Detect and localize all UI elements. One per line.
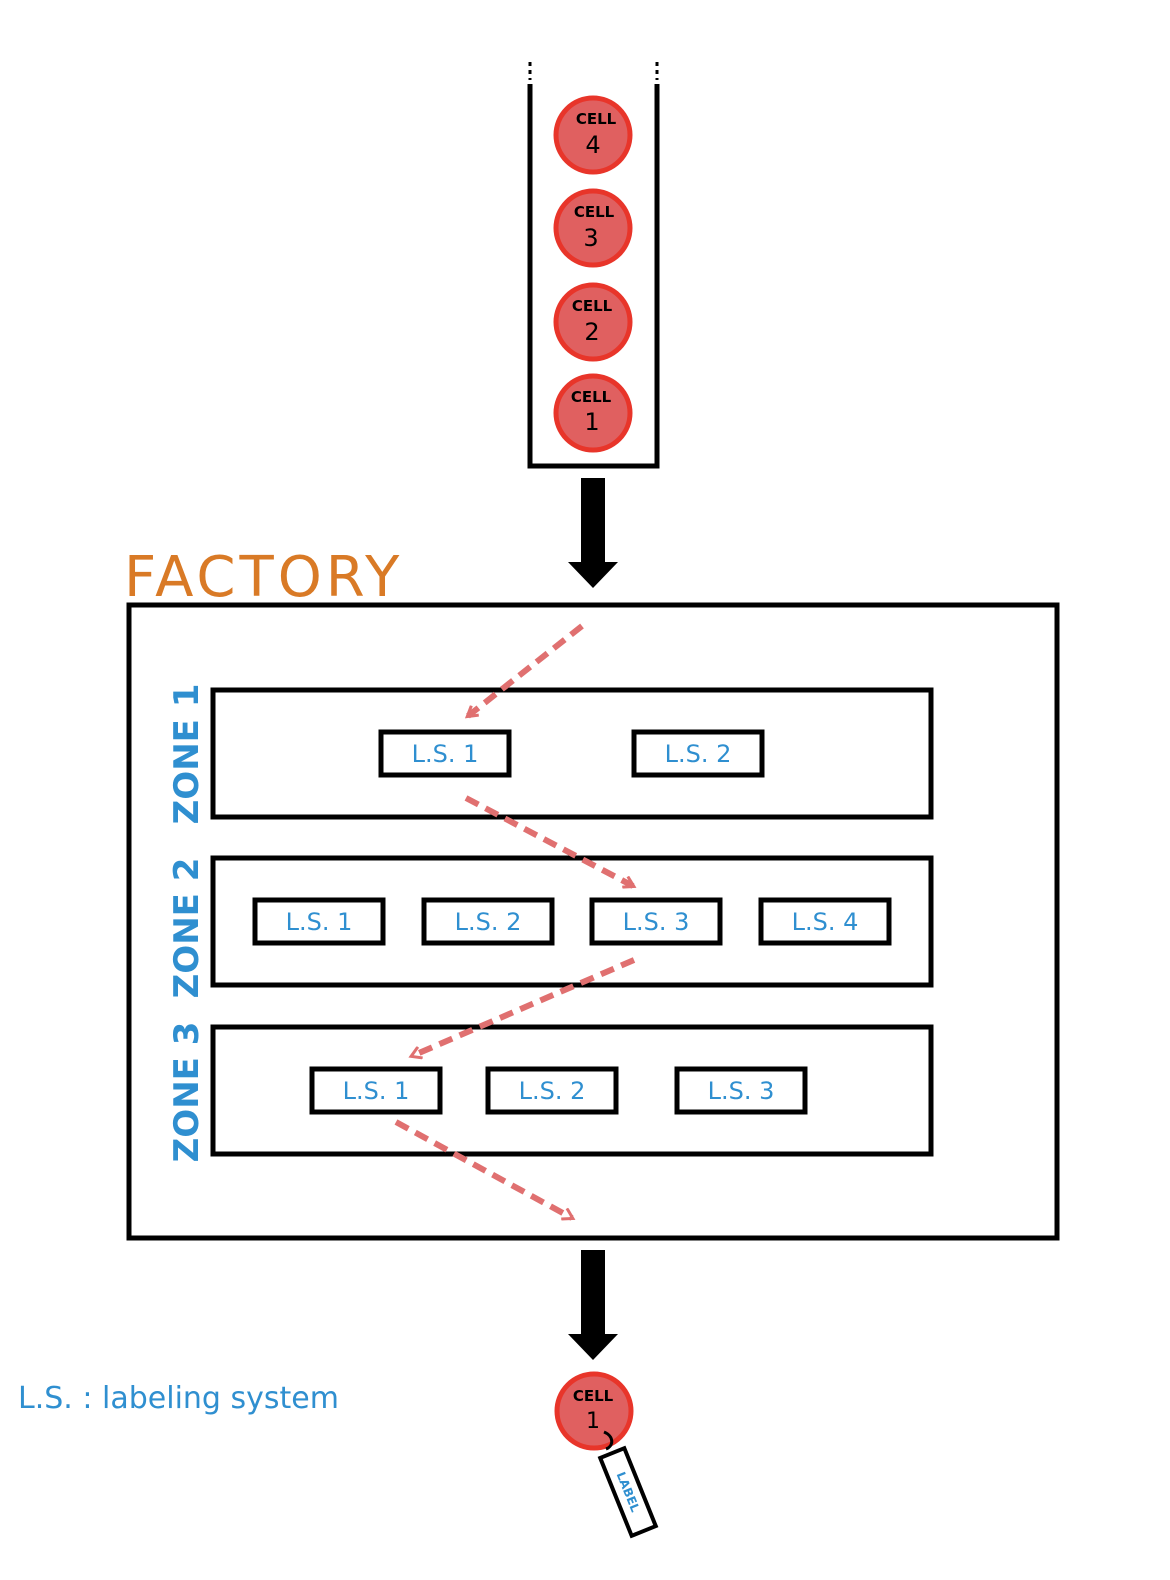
labeling-system-box xyxy=(485,1066,619,1115)
path-arrow xyxy=(468,623,584,716)
queue-cell: CELL 4 xyxy=(553,95,633,175)
zone-2-label: ZONE 2 xyxy=(167,858,207,999)
labeling-system-box xyxy=(631,729,765,778)
labeling-system-label: L.S. 1 xyxy=(343,1077,410,1105)
labeling-system-box xyxy=(421,897,555,946)
labeling-system-label: L.S. 4 xyxy=(792,908,859,936)
cell-number: 1 xyxy=(584,408,599,436)
tag-string xyxy=(603,1430,614,1451)
cell-label: CELL xyxy=(572,297,613,315)
labeling-system-box xyxy=(674,1066,808,1115)
labeling-system-label: L.S. 2 xyxy=(455,908,522,936)
labeling-system-label: L.S. 2 xyxy=(519,1077,586,1105)
path-arrow xyxy=(464,795,633,889)
factory-title: FACTORY xyxy=(124,545,403,610)
process-path xyxy=(394,623,636,1221)
zone-3-label: ZONE 3 xyxy=(167,1022,207,1163)
factory-box xyxy=(126,602,1060,1241)
queue-cell: CELL 1 xyxy=(553,373,633,453)
legend: L.S. : labeling system xyxy=(18,1381,339,1416)
path-arrow xyxy=(412,957,636,1056)
queue-cell: CELL 2 xyxy=(553,282,633,362)
labeling-system-label: L.S. 3 xyxy=(708,1077,775,1105)
labeling-system-label: L.S. 2 xyxy=(665,740,732,768)
cell-number: 1 xyxy=(586,1409,600,1434)
cell-label: CELL xyxy=(576,110,617,128)
labeling-system-box xyxy=(378,729,512,778)
labeling-system-box xyxy=(309,1066,443,1115)
zone-2-systems: L.S. 1 L.S. 2 L.S. 3 L.S. 4 xyxy=(252,897,892,946)
zone-3-systems: L.S. 1 L.S. 2 L.S. 3 xyxy=(309,1066,808,1115)
cell-label: CELL xyxy=(574,203,615,221)
cell-number: 4 xyxy=(585,131,600,159)
labeling-system-box xyxy=(252,897,386,946)
label-tag: LABEL xyxy=(597,1445,659,1539)
output-cell: CELL 1 LABEL xyxy=(554,1371,659,1539)
zone-1-label: ZONE 1 xyxy=(167,684,207,825)
zone-1-box xyxy=(210,687,934,820)
labeling-system-label: L.S. 3 xyxy=(623,908,690,936)
queue-cells: CELL 4 CELL 3 CELL 2 CELL 1 xyxy=(553,95,633,453)
cell-number: 2 xyxy=(584,318,599,346)
labeling-system-box xyxy=(589,897,723,946)
zone-3-box xyxy=(210,1024,934,1157)
cell-number: 3 xyxy=(583,224,598,252)
cell-label: CELL xyxy=(573,1387,614,1405)
zone-1-systems: L.S. 1 L.S. 2 xyxy=(378,729,765,778)
input-arrow xyxy=(568,478,618,588)
input-tube xyxy=(527,62,660,469)
output-arrow xyxy=(568,1250,618,1360)
labeling-system-label: L.S. 1 xyxy=(286,908,353,936)
labeling-system-box xyxy=(758,897,892,946)
labeling-system-label: L.S. 1 xyxy=(412,740,479,768)
queue-cell: CELL 3 xyxy=(553,188,633,268)
cell-label: CELL xyxy=(571,388,612,406)
path-arrow xyxy=(394,1119,572,1221)
